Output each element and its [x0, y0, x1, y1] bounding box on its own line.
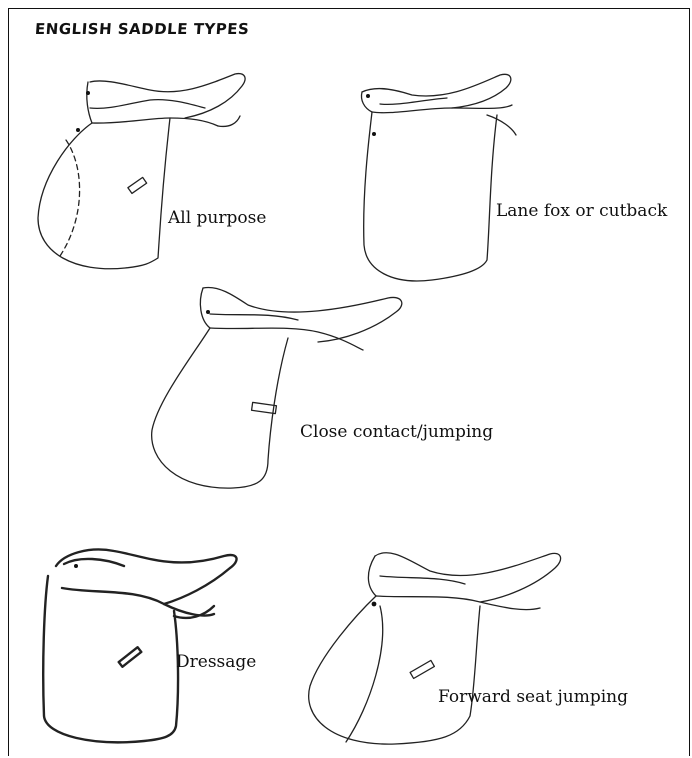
all-purpose-saddle-illustration	[30, 68, 260, 298]
label-dressage: Dressage	[176, 652, 256, 672]
label-close-contact: Close contact/jumping	[300, 422, 493, 442]
close-contact-saddle-illustration	[148, 280, 408, 500]
figure-title: ENGLISH SADDLE TYPES	[34, 20, 250, 38]
lane-fox-saddle-illustration	[352, 70, 522, 300]
forward-seat-saddle-illustration	[300, 546, 570, 752]
label-all-purpose: All purpose	[168, 208, 266, 228]
label-forward-seat: Forward seat jumping	[438, 687, 628, 707]
dressage-saddle-illustration	[34, 546, 244, 746]
label-lane-fox: Lane fox or cutback	[496, 201, 667, 221]
